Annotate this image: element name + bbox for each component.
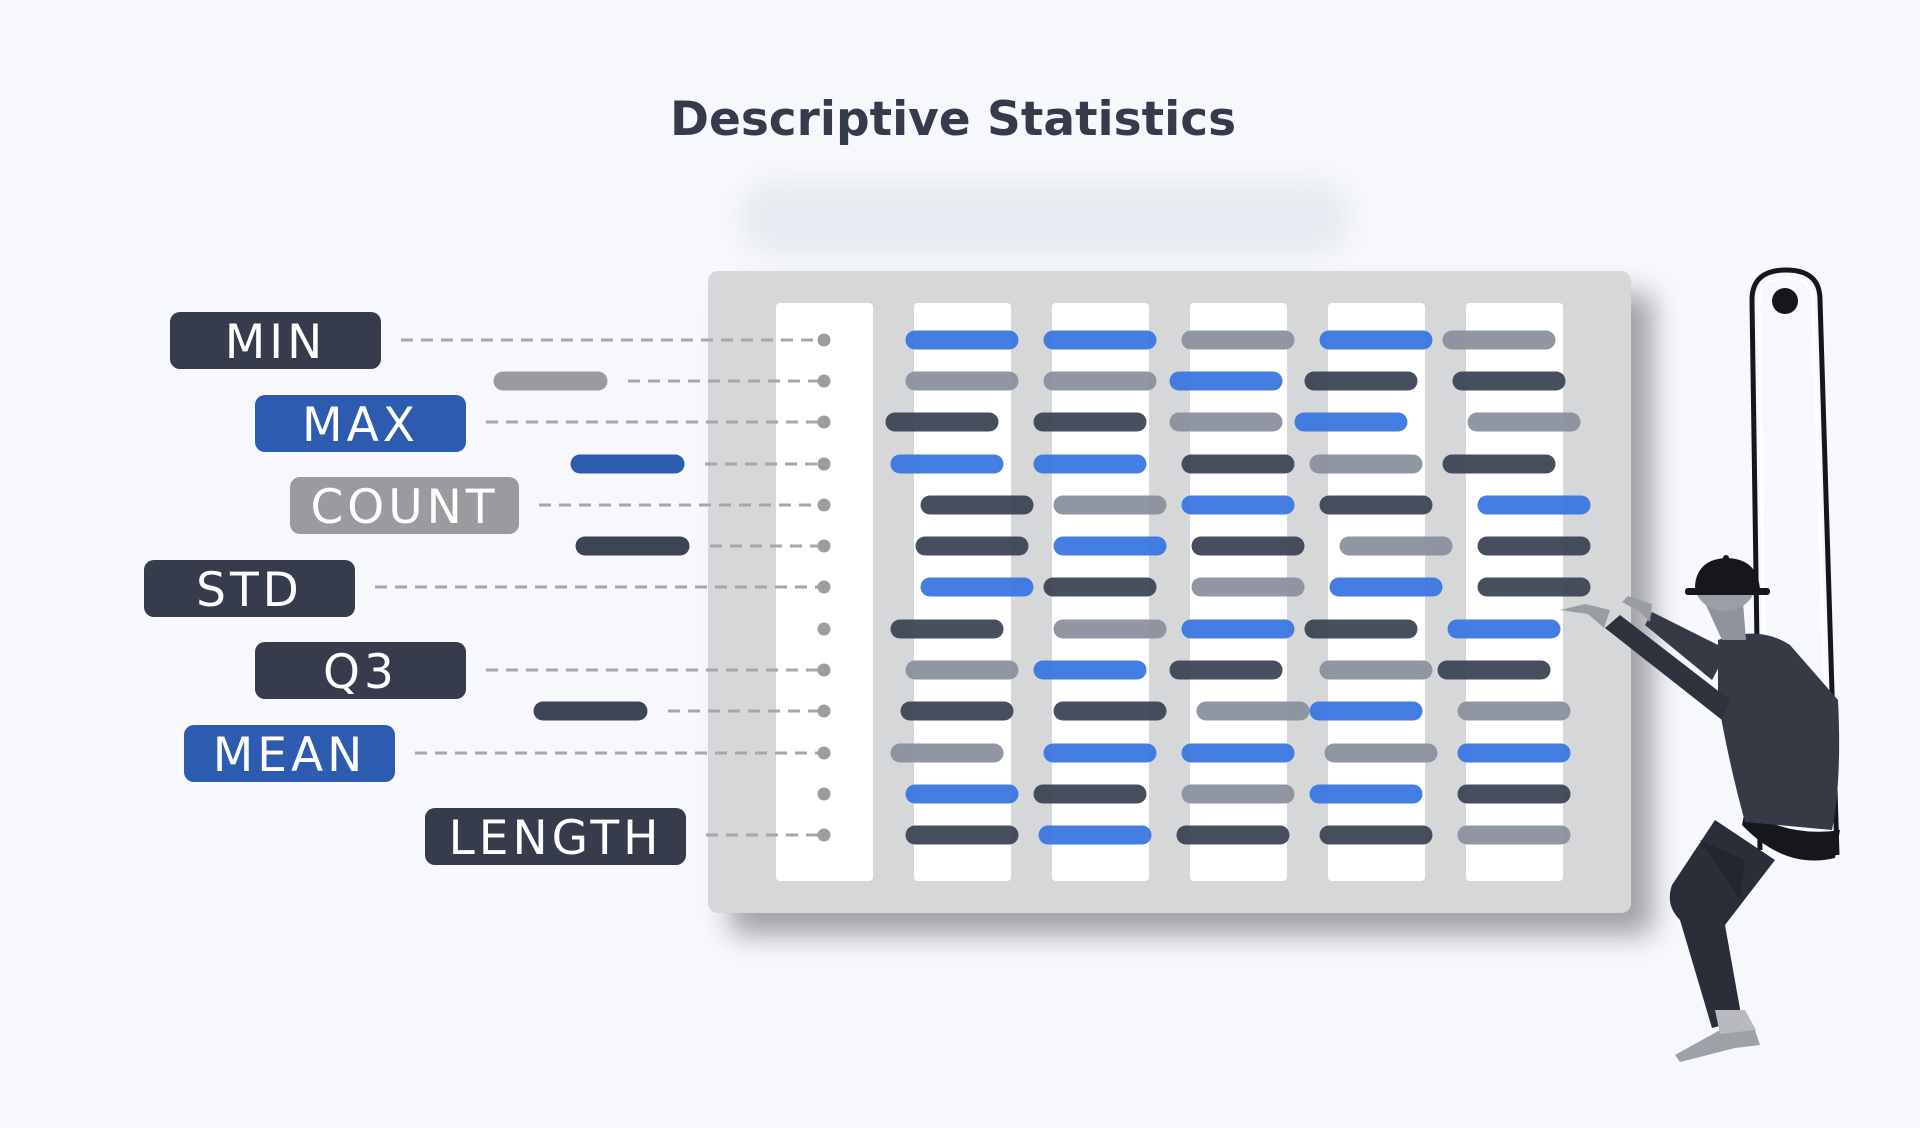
data-columns (776, 303, 1591, 881)
index-dot (817, 457, 831, 471)
label-text: MAX (302, 398, 419, 453)
label-text: MIN (225, 315, 327, 370)
label-std: STD (144, 560, 355, 618)
index-dot (817, 580, 831, 594)
label-text: LENGTH (449, 811, 663, 866)
index-dot (817, 374, 831, 388)
index-dot (817, 704, 831, 718)
rope-swing (1749, 267, 1840, 856)
label-count: COUNT (290, 477, 519, 535)
worker-figure-with-hard-hat (1560, 267, 1840, 1062)
label-text: MEAN (213, 728, 367, 783)
label-min: MIN (170, 312, 381, 370)
label-max: MAX (255, 395, 466, 453)
index-dot (817, 498, 831, 512)
label-text: Q3 (323, 645, 398, 700)
title-glow (740, 180, 1350, 255)
pulley-icon (1772, 288, 1798, 314)
index-dot (817, 415, 831, 429)
index-dot (817, 622, 831, 636)
connectors (375, 338, 818, 837)
label-length: LENGTH (425, 808, 686, 866)
label-text: STD (196, 563, 303, 618)
label-q3: Q3 (255, 642, 466, 700)
hard-hat-icon (1695, 558, 1760, 590)
index-dot (817, 539, 831, 553)
index-dot (817, 663, 831, 677)
index-dot (817, 333, 831, 347)
index-dot (817, 828, 831, 842)
title: Descriptive Statistics (669, 92, 1237, 147)
index-dot (817, 746, 831, 760)
label-text: COUNT (310, 480, 498, 535)
label-mean: MEAN (184, 725, 395, 783)
floating-bars (493, 371, 690, 721)
index-dot (817, 787, 831, 801)
